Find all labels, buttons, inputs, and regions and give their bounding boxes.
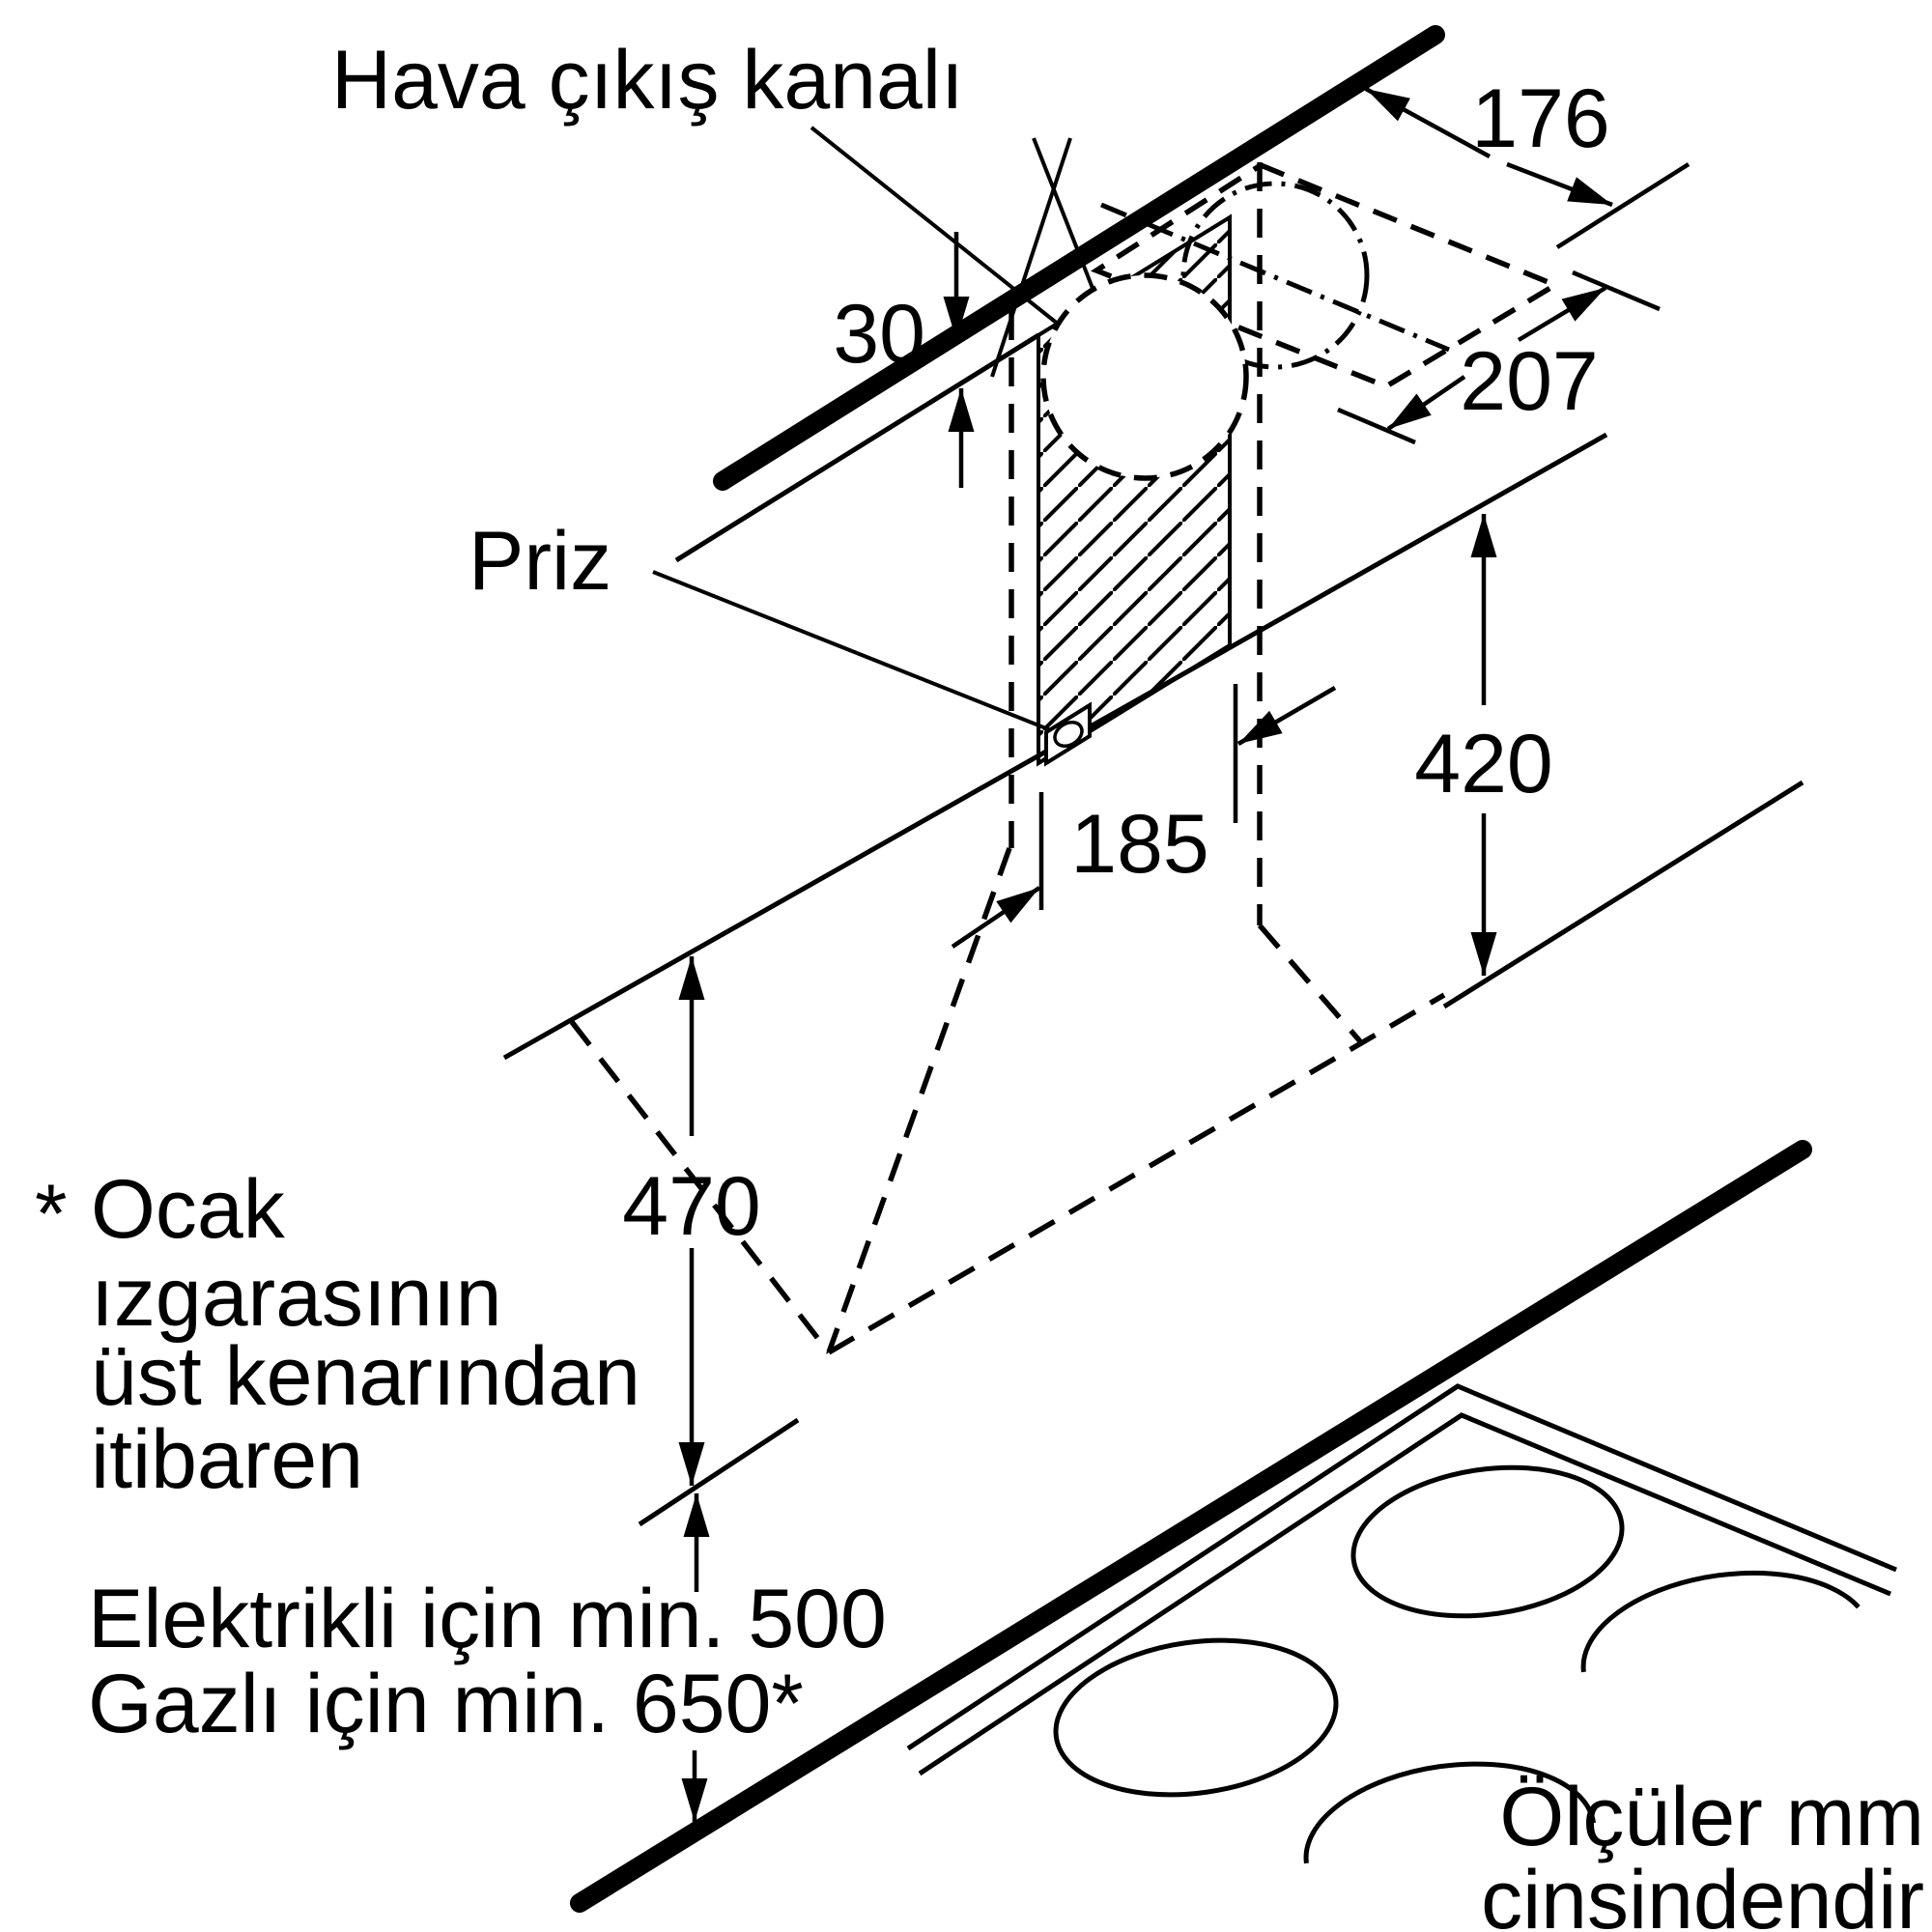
cooktop-outer-border bbox=[906, 1383, 1897, 1751]
dim-420-label: 420 bbox=[1414, 718, 1553, 810]
hob-note-star: * bbox=[35, 1168, 67, 1261]
wall-top-line bbox=[674, 332, 1040, 563]
burner-left bbox=[1053, 1637, 1339, 1798]
ceiling-opening bbox=[1091, 161, 1562, 390]
dim-185-label: 185 bbox=[1070, 798, 1209, 891]
reference-lines bbox=[570, 780, 1812, 1913]
dim-185-arrow-left bbox=[951, 886, 1041, 949]
dim-176: 176 bbox=[1364, 72, 1690, 249]
dim-207-extension-tick-upper bbox=[1572, 270, 1661, 312]
dim-207: 207 bbox=[1337, 270, 1661, 445]
page-title: Hava çıkış kanalı bbox=[331, 34, 964, 127]
units-line2: cinsindendir bbox=[1481, 1854, 1924, 1932]
burner-bottom-partial bbox=[1303, 1761, 1597, 1864]
canopy-dashed-bottom bbox=[827, 992, 1446, 1355]
dim-30-label: 30 bbox=[833, 288, 925, 381]
hob-grate-ref-line bbox=[638, 1417, 800, 1527]
dim-min-clearance bbox=[681, 1493, 710, 1822]
clearance-text: Elektrikli için min. 500 Gazlı için min.… bbox=[88, 1573, 887, 1750]
hood-bottom-ref-line bbox=[1442, 780, 1804, 1009]
duct-collar-circle bbox=[1040, 272, 1249, 481]
ceiling-opening-outline bbox=[1091, 161, 1562, 390]
socket-leader-line bbox=[652, 570, 1062, 736]
burner-top bbox=[1350, 1464, 1625, 1619]
countertop-edge-line bbox=[570, 1140, 1812, 1913]
hob-note-text: * Ocak ızgarasının üst kenarından itibar… bbox=[35, 1163, 640, 1506]
socket-label: Priz bbox=[469, 515, 611, 608]
dim-207-arrow-up bbox=[1517, 286, 1607, 342]
hob-note-line4: itibaren bbox=[91, 1413, 363, 1506]
dim-207-label: 207 bbox=[1460, 335, 1599, 428]
dim-207-arrow-down bbox=[1386, 375, 1466, 431]
socket-outlet-icon bbox=[1053, 720, 1084, 749]
units-line1: Ölçüler mm bbox=[1499, 1771, 1924, 1863]
hob-note-line1: Ocak bbox=[91, 1163, 286, 1256]
dim-470: 470 bbox=[622, 956, 761, 1486]
canopy-dashed-side-right bbox=[1257, 923, 1363, 1043]
dim-420: 420 bbox=[1414, 514, 1553, 976]
hob-note-line2: ızgarasının bbox=[91, 1251, 501, 1344]
units-footer: Ölçüler mm cinsindendir bbox=[1481, 1771, 1924, 1932]
dim-185-arrow-right bbox=[1236, 686, 1337, 746]
dim-176-arrow-left bbox=[1364, 87, 1492, 158]
duct-leader-line bbox=[810, 126, 1061, 327]
clearance-gas: Gazlı için min. 650* bbox=[88, 1658, 804, 1750]
dim-185: 185 bbox=[951, 684, 1337, 949]
canopy-dashed-front-left bbox=[569, 1020, 832, 1354]
dim-30: 30 bbox=[833, 232, 975, 488]
hob-note-line3: üst kenarından bbox=[91, 1330, 640, 1423]
cooktop bbox=[906, 1383, 1897, 1864]
canopy-dashed-side-left bbox=[826, 847, 1012, 1353]
duct-line-left bbox=[990, 137, 1072, 378]
dim-470-label: 470 bbox=[622, 1160, 761, 1253]
dim-176-extension-tick bbox=[1555, 162, 1690, 249]
socket bbox=[652, 570, 1092, 767]
hood-dashed-outline bbox=[569, 162, 1446, 1355]
dim-176-arrow-right bbox=[1506, 161, 1613, 208]
cooktop-inner-border bbox=[918, 1412, 1891, 1776]
duct-hole-circle bbox=[1180, 181, 1370, 370]
clearance-electric: Elektrikli için min. 500 bbox=[88, 1573, 887, 1665]
burner-right-partial bbox=[1580, 1570, 1861, 1673]
duct-center-axis bbox=[1100, 202, 1450, 353]
dim-207-extension-tick-lower bbox=[1337, 407, 1416, 445]
dim-176-label: 176 bbox=[1471, 72, 1610, 165]
